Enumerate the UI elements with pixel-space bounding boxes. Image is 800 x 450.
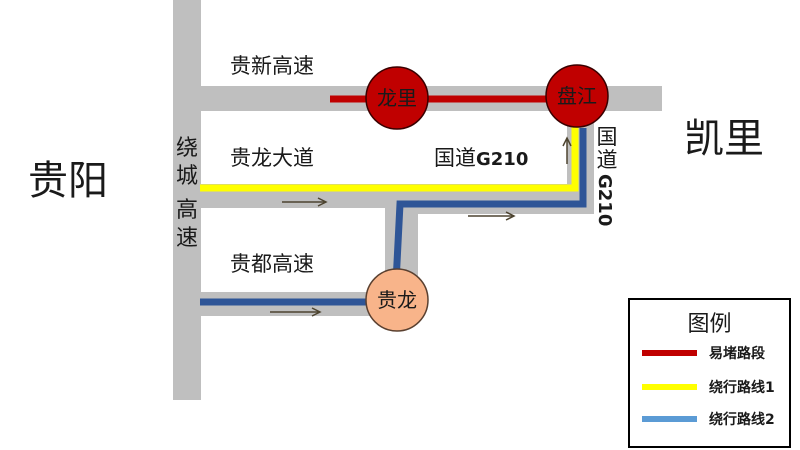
ring-expressway-label-4: 速 — [176, 226, 198, 251]
ring-expressway-label-1: 绕 — [176, 136, 198, 161]
arrow-right-icon — [270, 307, 322, 317]
legend-item-route2: 绕行路线2 — [630, 409, 775, 429]
node-longli-label: 龙里 — [377, 86, 417, 110]
node-panjiang-label: 盘江 — [557, 84, 597, 108]
bypass-route-1 — [200, 108, 579, 192]
g210-vertical-char-1: 国 — [597, 125, 618, 149]
arrow-right-icon — [282, 197, 328, 207]
guilong-avenue-label: 贵龙大道 — [230, 146, 314, 170]
bypass-route-2 — [200, 128, 587, 306]
arrow-up-icon — [562, 136, 572, 164]
ring-expressway-label-2: 城 — [176, 164, 198, 189]
legend-item-congested: 易堵路段 — [630, 343, 765, 363]
legend-swatch-congested — [642, 350, 697, 356]
map-legend: 图例 易堵路段 绕行路线1 绕行路线2 — [628, 298, 791, 448]
legend-label-route1: 绕行路线1 — [709, 380, 775, 396]
city-guiyang-label: 贵阳 — [28, 158, 108, 204]
node-panjiang: 盘江 — [545, 64, 609, 128]
legend-swatch-route2 — [642, 416, 697, 422]
node-guilong: 贵龙 — [365, 268, 429, 332]
ring-expressway-label-3: 高 — [176, 198, 198, 223]
guidu-expressway-label: 贵都高速 — [230, 252, 314, 276]
direction-arrows — [270, 136, 572, 317]
legend-label-route2: 绕行路线2 — [709, 412, 775, 428]
arrow-right-icon — [468, 211, 516, 221]
g210-horizontal-prefix: 国道 — [434, 146, 476, 170]
legend-title: 图例 — [687, 312, 732, 337]
guixin-expressway-label: 贵新高速 — [230, 54, 314, 78]
g210-horizontal-code: G210 — [476, 149, 528, 170]
g210-horizontal-label: 国道G210 — [434, 146, 528, 170]
legend-item-route1: 绕行路线1 — [630, 377, 775, 397]
city-kaili-label: 凯里 — [684, 116, 764, 162]
legend-swatch-route1 — [642, 384, 697, 390]
legend-label-congested: 易堵路段 — [709, 346, 765, 362]
node-guilong-label: 贵龙 — [377, 288, 417, 312]
g210-vertical-code: G210 — [594, 174, 615, 226]
node-longli: 龙里 — [365, 66, 429, 130]
g210-vertical-char-2: 道 — [597, 148, 618, 172]
